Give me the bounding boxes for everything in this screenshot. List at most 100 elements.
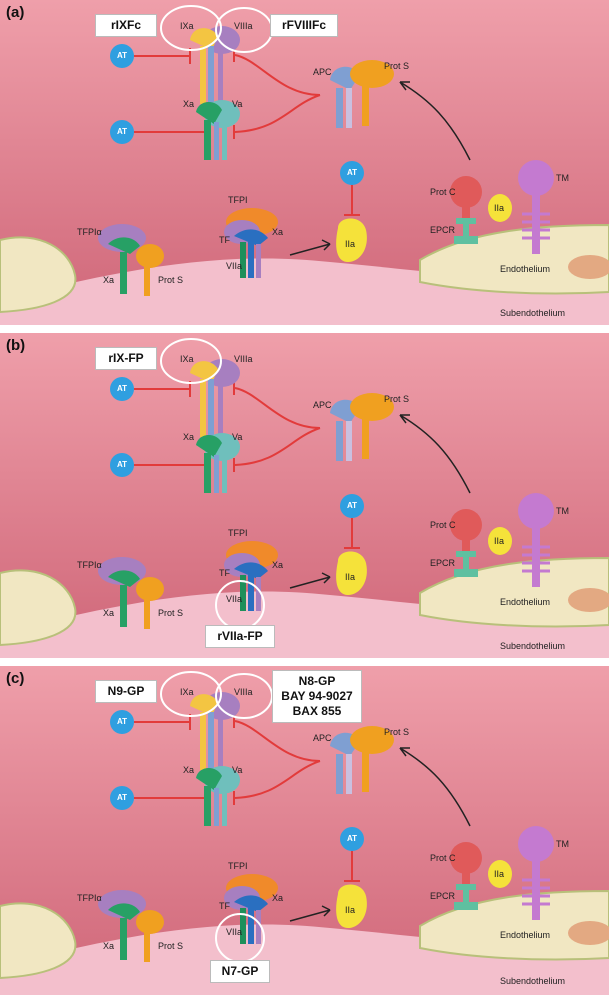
at-circle [110,786,134,810]
panel-b: (b) AT AT AT IXa VIIIa Xa Va APC Prot S … [0,333,609,658]
at-circle [110,44,134,68]
viia-label: VIIa [226,927,243,937]
drug-label-viii-line: N8-GP [298,674,336,688]
iia-thrombin [336,551,367,595]
platelet-cell [0,569,77,647]
viia-label: VIIa [226,594,243,604]
prot-s-label: Prot S [384,727,410,737]
subendothelium-label: Subendothelium [500,308,566,318]
tm-label: TM [556,173,569,183]
viiia-label: VIIIa [234,354,253,364]
inhibition-lines [134,714,360,882]
apc-label: APC [313,733,332,743]
endothelium-label: Endothelium [500,930,551,940]
prot-s-lower-label: Prot S [158,941,184,951]
xa-label: Xa [183,99,195,109]
subendothelium-label: Subendothelium [500,976,566,986]
drug-label-viii-line: BAY 94-9027 [281,689,353,703]
at-label: AT [116,460,128,469]
at-label: AT [116,793,128,802]
ixa-label: IXa [180,687,194,697]
thrombomodulin [518,493,554,587]
activation-arrow [289,81,471,256]
xa-va-complex [196,766,240,826]
viiia-label: VIIIa [234,687,253,697]
iia-endothelium [488,527,512,555]
va-label: Va [232,99,243,109]
iia-endothelium-label: IIa [494,869,505,879]
xa-tfpi-label: Xa [272,560,284,570]
thrombomodulin [518,160,554,254]
tfpialpha-label: TFPIα [77,560,102,570]
epcr-label: EPCR [430,891,456,901]
panel-b-scene [0,333,609,658]
ix-highlight-ring [160,338,222,384]
activation-arrow [289,747,471,922]
ixa-label: IXa [180,354,194,364]
apc-prots-complex [330,393,394,461]
iia-thrombin [336,218,367,262]
thrombomodulin [518,826,554,920]
tfpialpha-complex [98,557,164,629]
iia-label: IIa [345,905,356,915]
tm-label: TM [556,839,569,849]
panel-c: (c) AT AT AT IXa VIIIa Xa Va APC Prot S … [0,666,609,995]
at-circle [110,120,134,144]
apc-label: APC [313,400,332,410]
prot-s-label: Prot S [384,61,410,71]
protc-epcr [450,842,482,910]
protc-epcr [450,509,482,577]
endothelium-nucleus [568,588,609,612]
tfpi-tf-viia-complex [224,874,278,944]
xa-va-complex [196,100,240,160]
platelet-cell [0,236,77,314]
iia-endothelium-label: IIa [494,536,505,546]
xa-tfpi-label: Xa [272,227,284,237]
endothelium-label: Endothelium [500,264,551,274]
prot-s-lower-label: Prot S [158,275,184,285]
xa-va-complex [196,433,240,493]
prot-s-label: Prot S [384,394,410,404]
protc-epcr [450,176,482,244]
tf-label: TF [219,235,230,245]
drug-label-ix: rIX-FP [95,347,157,370]
ixa-viiia-complex [190,359,240,437]
endothelium-label: Endothelium [500,597,551,607]
platelet-cell [0,902,77,980]
panel-label: (a) [6,4,25,21]
tm-label: TM [556,506,569,516]
viia-label: VIIa [226,261,243,271]
drug-label-viii: rFVIIIFc [270,14,338,37]
at-circle [340,827,364,851]
endothelium-nucleus [568,921,609,945]
at-label: AT [346,501,358,510]
drug-label-viia: N7-GP [210,960,270,983]
epcr-label: EPCR [430,225,456,235]
tfpialpha-label: TFPIα [77,227,102,237]
at-label: AT [116,717,128,726]
at-circle [340,494,364,518]
panel-a: (a) AT AT AT IXa VIIIa Xa Va APC Prot S … [0,0,609,325]
viiia-label: VIIIa [234,21,253,31]
at-label: AT [346,834,358,843]
prot-c-label: Prot C [430,520,456,530]
tfpialpha-complex [98,224,164,296]
apc-label: APC [313,67,332,77]
panel-separator [0,325,609,333]
at-circle [340,161,364,185]
at-circle [110,710,134,734]
tf-label: TF [219,901,230,911]
activation-arrow [289,414,471,589]
tfpi-tf-viia-complex [224,208,278,278]
drug-label-viia: rVIIa-FP [205,625,275,648]
prot-c-label: Prot C [430,187,456,197]
panel-separator [0,658,609,666]
va-label: Va [232,432,243,442]
ixa-viiia-complex [190,26,240,104]
xa-lower-label: Xa [103,275,115,285]
iia-label: IIa [345,239,356,249]
prot-c-label: Prot C [430,853,456,863]
ix-highlight-ring [160,5,222,51]
ixa-label: IXa [180,21,194,31]
subendothelium-label: Subendothelium [500,641,566,651]
